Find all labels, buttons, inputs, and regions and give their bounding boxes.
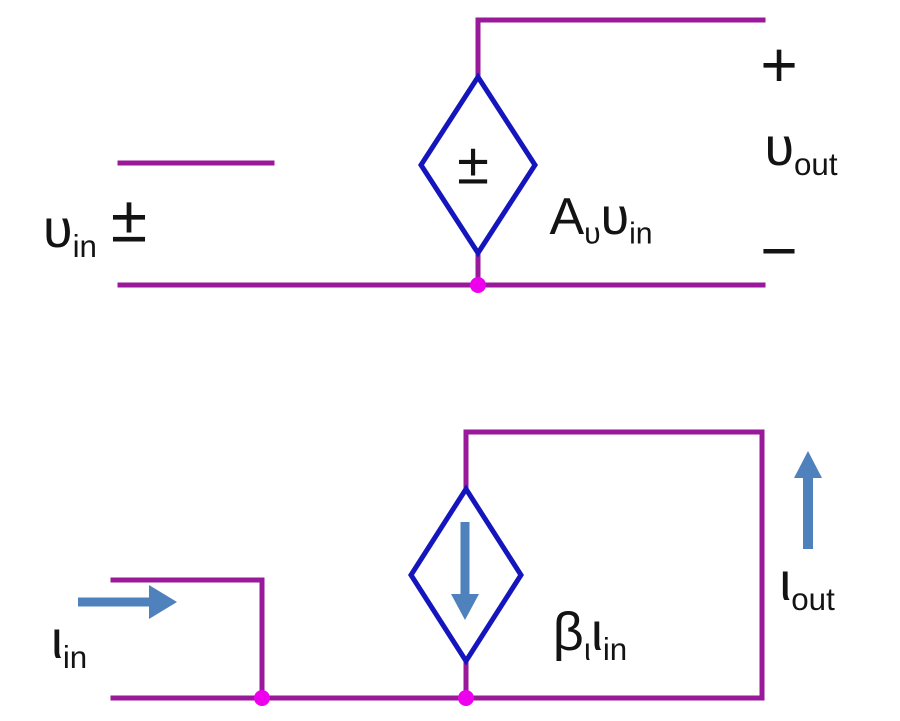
current-gain-label: βιιin [553, 605, 628, 668]
voltage-gain-label-text: A [549, 187, 585, 246]
i-in-label-text: in [62, 640, 88, 676]
v-out-label-text: υ [764, 117, 794, 178]
node-dot [458, 690, 474, 706]
v-out-minus: − [760, 219, 797, 283]
i-out-label-text: ι [779, 552, 792, 613]
v-in-polarity: ± [111, 186, 147, 252]
i-out-label-text: out [791, 582, 835, 618]
v-out-minus-text: − [760, 214, 798, 287]
current-gain-label-text: in [602, 632, 628, 668]
source-arrow-head [451, 594, 479, 620]
v-out-label: υout [764, 120, 838, 183]
i-out-arrow-head [794, 451, 822, 478]
v-out-plus-text: + [760, 28, 798, 101]
i-in-label-text: ι [50, 610, 63, 671]
voltage-gain-label-text: in [629, 217, 653, 251]
voltage-amplifier-circuit [117, 17, 766, 293]
v-in-label: υin [43, 202, 97, 265]
current-gain-label-text: ι [590, 602, 603, 663]
i-in-label: ιin [51, 613, 88, 676]
voltage-gain-label: Aυυin [549, 191, 653, 251]
voltage-gain-label-text: υ [600, 187, 630, 246]
current-gain-label-text: ι [583, 632, 591, 668]
node-dot [254, 690, 270, 706]
v-out-plus: + [760, 33, 797, 97]
current-amplifier-circuit [78, 429, 822, 706]
dependent-source-diamond [418, 72, 538, 258]
source-polarity: ± [457, 135, 489, 193]
v-out-label-text: out [794, 147, 838, 183]
current-gain-label-text: β [552, 602, 584, 663]
v-in-label-text: in [72, 229, 97, 265]
voltage-gain-label-text: υ [584, 217, 601, 251]
v-in-polarity-text: ± [110, 181, 148, 256]
v-in-label-text: υ [43, 199, 73, 260]
node-dot [470, 277, 486, 293]
source-polarity-text: ± [457, 131, 489, 197]
i-out-label: ιout [779, 555, 835, 618]
i-in-arrow-head [149, 585, 177, 619]
